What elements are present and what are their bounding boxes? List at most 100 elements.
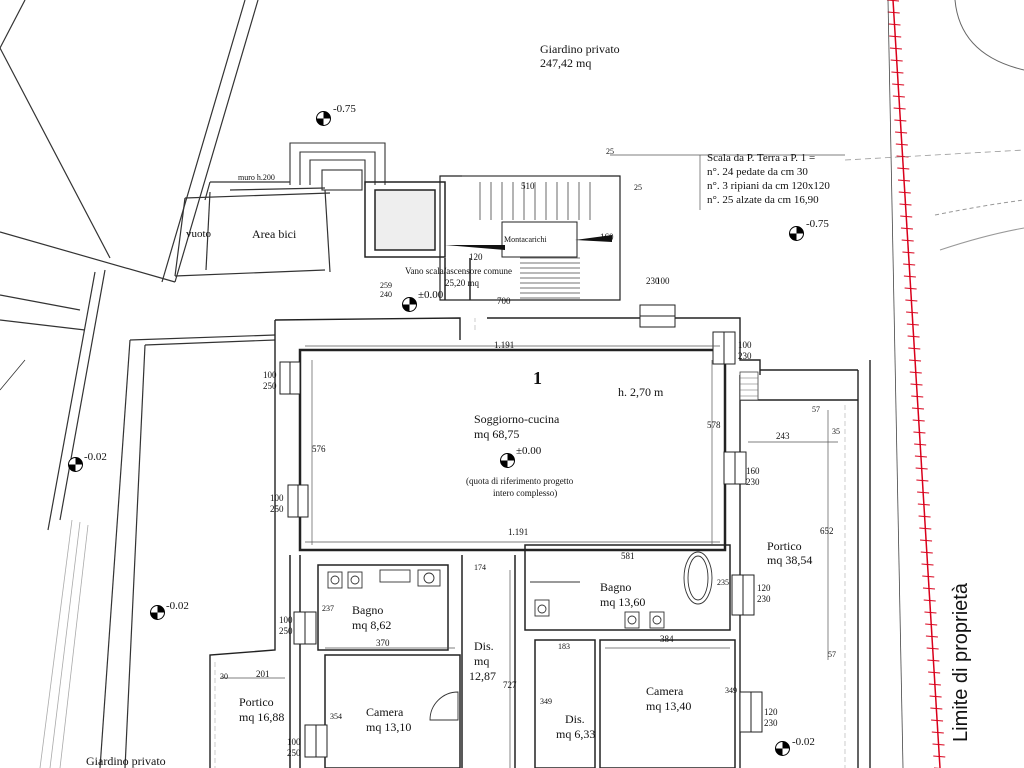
site-lines	[0, 0, 331, 768]
dimension-label: 370	[376, 638, 390, 648]
room-area: mq 38,54	[767, 553, 813, 567]
dimension-label: 100	[263, 370, 277, 380]
dimension-label: 174	[474, 563, 486, 572]
dimension-label: 510	[521, 181, 535, 191]
dimension-label: 250	[270, 504, 284, 514]
dimension-label: 576	[312, 444, 326, 454]
room-area-unit: mq	[474, 654, 490, 668]
stair-note-line: n°. 3 ripiani da cm 120x120	[707, 180, 830, 192]
room-area: mq 13,60	[600, 595, 646, 609]
dimension-label: 160	[746, 466, 760, 476]
dimension-label: 578	[707, 420, 721, 430]
dimension-label: 243	[776, 431, 790, 441]
dimension-label: 235	[717, 578, 729, 587]
dimension-label: 57	[828, 650, 836, 659]
room-area: mq 13,40	[646, 699, 692, 713]
level-label: -0.02	[166, 600, 189, 612]
level-label: -0.02	[792, 736, 815, 748]
stair-note-line: n°. 25 alzate da cm 16,90	[707, 194, 819, 206]
dimension-label: 727	[503, 680, 517, 690]
dimension-label: 120	[469, 252, 483, 262]
level-marker-icon	[402, 297, 417, 312]
room-area: mq 13,10	[366, 720, 412, 734]
dimension-label: 1.191	[508, 527, 529, 537]
dimension-label: 1.191	[494, 340, 515, 350]
room-area: mq 68,75	[474, 427, 520, 441]
dimension-label: 237	[322, 604, 334, 613]
stair-core-label: Vano scala/ascensore comune	[405, 266, 512, 276]
level-label: -0.75	[806, 218, 829, 230]
room-area: mq 8,62	[352, 618, 392, 632]
level-label: -0.02	[84, 451, 107, 463]
level-marker-icon	[316, 111, 331, 126]
dimension-label: 25	[634, 183, 642, 192]
dimension-label: 100	[287, 737, 301, 747]
dimension-label: 100	[270, 493, 284, 503]
wall-label: muro h.200	[238, 173, 275, 182]
dimension-label: 230	[764, 718, 778, 728]
dimension-label: 259	[380, 281, 392, 290]
dimension-label: 120	[764, 707, 778, 717]
level-label: -0.75	[333, 103, 356, 115]
dimension-label: 652	[820, 526, 834, 536]
dimension-label: 100	[656, 276, 670, 286]
reference-note: intero complesso)	[493, 488, 558, 498]
dimension-label: 700	[497, 296, 511, 306]
lift-label: Montacarichi	[504, 235, 547, 244]
dimension-label: 30	[220, 672, 228, 681]
room-name: Camera	[646, 684, 684, 698]
level-marker-icon	[789, 226, 804, 241]
level-marker-icon	[150, 605, 165, 620]
dimension-label: 35	[832, 427, 840, 436]
dimension-label: 57	[812, 405, 820, 414]
unit-number: 1	[533, 368, 542, 388]
garden-name: Giardino privato	[540, 42, 620, 56]
room-name: Dis.	[565, 712, 585, 726]
level-marker-icon	[68, 457, 83, 472]
dimension-label: 100	[738, 340, 752, 350]
property-boundary	[886, 0, 946, 768]
dimension-label: 349	[725, 686, 737, 695]
dimension-label: 250	[279, 626, 293, 636]
dimension-label: 581	[621, 551, 635, 561]
dimension-label: 250	[287, 748, 301, 758]
room-name: Portico	[767, 539, 802, 553]
reference-note: (quota di riferimento progetto	[466, 476, 574, 486]
dimension-label: 384	[660, 634, 674, 644]
stair-note-line: n°. 24 pedate da cm 30	[707, 166, 808, 178]
dimension-label: 201	[256, 669, 270, 679]
stair-core-area: 25,20 mq	[445, 278, 480, 288]
dimension-label: 183	[558, 642, 570, 651]
property-limit-label: Limite di proprietà	[950, 583, 972, 742]
dimension-label: 230	[746, 477, 760, 487]
garden-area: 247,42 mq	[540, 56, 592, 70]
room-name: Portico	[239, 695, 274, 709]
dimension-label: 230	[757, 594, 771, 604]
vuoto-label: vuoto	[186, 228, 212, 240]
room-area: mq 16,88	[239, 710, 285, 724]
ceiling-height: h. 2,70 m	[618, 385, 664, 399]
dimension-label: 349	[540, 697, 552, 706]
room-area: 12,87	[469, 669, 496, 683]
dimension-label: 230	[738, 351, 752, 361]
dimension-label: 230	[646, 276, 660, 286]
dimension-label: 25	[606, 147, 614, 156]
level-marker-icon	[775, 741, 790, 756]
room-area: mq 6,33	[556, 727, 596, 741]
dimension-label: 240	[380, 290, 392, 299]
room-name: Bagno	[352, 603, 384, 617]
room-name: Soggiorno-cucina	[474, 412, 560, 426]
room-name: Dis.	[474, 639, 494, 653]
level-label: ±0.00	[418, 289, 444, 301]
dimension-label: 100	[279, 615, 293, 625]
bike-area-label: Area bici	[252, 227, 297, 241]
dimension-label: 120	[757, 583, 771, 593]
dimension-label: 160	[600, 232, 614, 242]
garden-name-bottom: Giardino privato	[86, 754, 166, 768]
dimension-label: 354	[330, 712, 342, 721]
level-label: ±0.00	[516, 445, 542, 457]
room-name: Camera	[366, 705, 404, 719]
stair-note-title: Scala da P. Terra a P. 1 =	[707, 152, 816, 164]
